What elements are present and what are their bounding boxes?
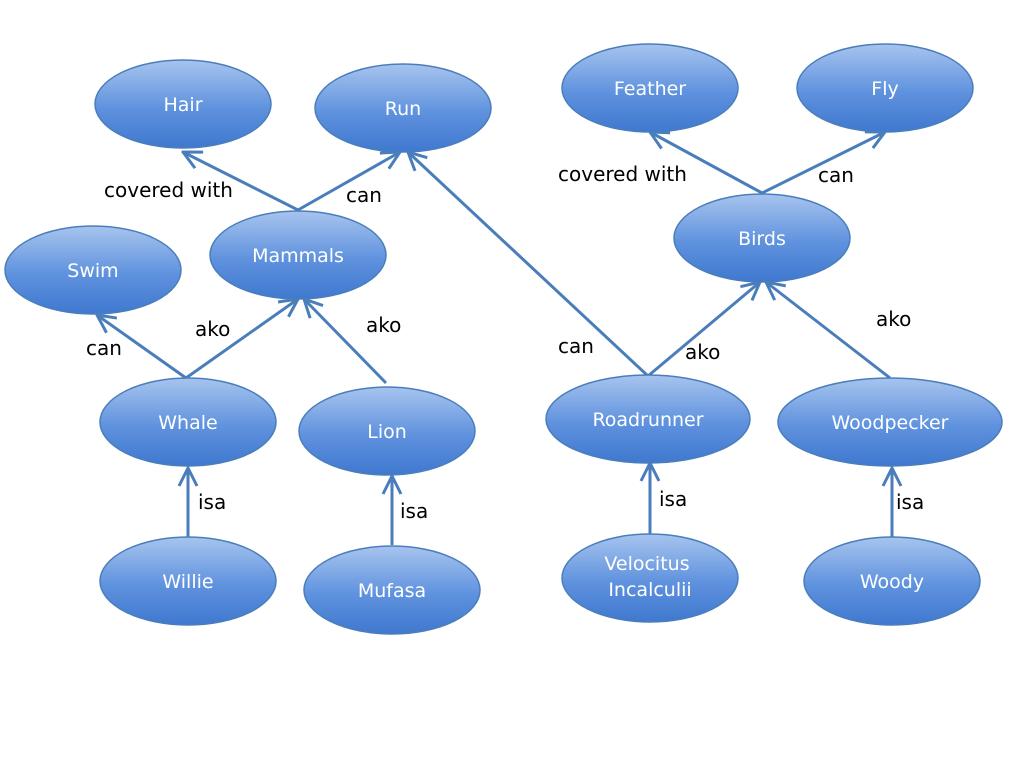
edges: [97, 132, 892, 545]
node-velocitus: Velocitus Incalculii: [561, 533, 739, 623]
label-velocitus-roadrunner: isa: [659, 487, 687, 511]
label-mammals-run: can: [346, 183, 382, 207]
label-woodpecker-birds: ako: [876, 307, 911, 331]
edge-mammals-hair: [183, 152, 299, 212]
node-velocitus-label: Velocitus Incalculii: [604, 553, 695, 601]
edge-whale-mammals: [185, 299, 298, 380]
node-woodpecker: Woodpecker: [777, 377, 1003, 467]
node-birds: Birds: [673, 193, 851, 283]
node-hair: Hair: [94, 59, 272, 149]
node-fly-label: Fly: [871, 78, 898, 100]
edge-roadrunner-run: [408, 152, 650, 378]
label-lion-mammals: ako: [366, 313, 401, 337]
edge-labels: covered with can can ako ako can ako ako…: [86, 162, 924, 523]
node-swim: Swim: [4, 225, 182, 315]
edge-whale-swim: [97, 315, 187, 380]
node-feather-label: Feather: [614, 78, 686, 100]
edge-roadrunner-birds: [647, 282, 760, 378]
node-willie-label: Willie: [162, 571, 213, 593]
label-roadrunner-birds: ako: [685, 340, 720, 364]
node-woody: Woody: [803, 536, 981, 626]
node-lion-label: Lion: [367, 421, 407, 443]
node-mufasa: Mufasa: [303, 545, 481, 635]
node-run-label: Run: [385, 98, 421, 120]
node-mammals-label: Mammals: [252, 245, 344, 267]
node-hair-label: Hair: [163, 94, 202, 116]
label-whale-swim: can: [86, 336, 122, 360]
node-velocitus-line2: Incalculii: [608, 579, 691, 601]
label-willie-whale: isa: [198, 490, 226, 514]
label-mammals-hair: covered with: [104, 178, 233, 202]
node-velocitus-line1: Velocitus: [604, 553, 689, 575]
node-lion: Lion: [298, 386, 476, 476]
nodes: Hair Run Feather Fly Swim Mammals Birds: [4, 43, 1003, 635]
label-birds-feather: covered with: [558, 162, 687, 186]
edge-birds-feather: [650, 132, 763, 195]
node-whale: Whale: [99, 377, 277, 467]
label-mufasa-lion: isa: [400, 499, 428, 523]
node-feather: Feather: [561, 43, 739, 133]
edge-lion-mammals: [304, 299, 388, 385]
node-mufasa-label: Mufasa: [358, 580, 426, 602]
node-woodpecker-label: Woodpecker: [831, 412, 948, 434]
node-run: Run: [314, 63, 492, 153]
node-birds-label: Birds: [738, 228, 786, 250]
label-woody-woodpecker: isa: [896, 490, 924, 514]
label-roadrunner-run: can: [558, 334, 594, 358]
node-whale-label: Whale: [158, 412, 217, 434]
label-birds-fly: can: [818, 163, 854, 187]
node-fly: Fly: [796, 43, 974, 133]
node-swim-label: Swim: [67, 260, 118, 282]
edge-woodpecker-birds: [766, 282, 891, 380]
node-mammals: Mammals: [209, 210, 387, 300]
node-woody-label: Woody: [860, 571, 924, 593]
label-whale-mammals: ako: [195, 317, 230, 341]
edge-birds-fly: [761, 132, 885, 195]
node-roadrunner-label: Roadrunner: [592, 409, 703, 431]
node-roadrunner: Roadrunner: [545, 374, 751, 464]
node-willie: Willie: [99, 536, 277, 626]
edge-mammals-run: [297, 152, 400, 212]
